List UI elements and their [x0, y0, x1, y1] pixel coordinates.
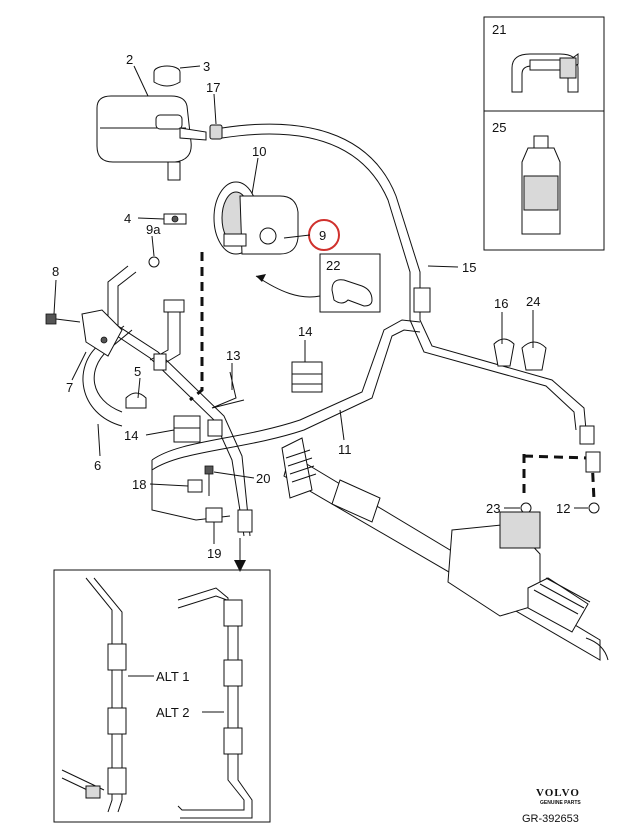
- clamp-19: [205, 507, 223, 523]
- callout-numbers: 2 3 17 10 4 9a 9 8 22 15 16 24 14 7 13 5…: [52, 22, 570, 561]
- callout-22: 22: [326, 258, 340, 273]
- fluid-reservoir-2: [96, 95, 207, 181]
- clip-18: [187, 479, 203, 493]
- callout-9: 9: [319, 228, 326, 243]
- callout-20: 20: [256, 471, 270, 486]
- callout-16: 16: [494, 296, 508, 311]
- hose-clamp-17: [209, 124, 223, 140]
- callout-9a: 9a: [146, 222, 161, 237]
- inset-detail: ALT 1 ALT 2: [53, 538, 271, 823]
- callout-15: 15: [462, 260, 476, 275]
- bracket-4: [163, 213, 187, 225]
- callout-14-lower: 14: [124, 428, 138, 443]
- dashed-routing-rack: [522, 454, 589, 498]
- bolt-20: [204, 465, 214, 496]
- brand-tagline: GENUINE PARTS: [540, 800, 581, 806]
- callout-3: 3: [203, 59, 210, 74]
- dashed-routing-pump: [189, 252, 204, 402]
- callout-21: 21: [492, 22, 506, 37]
- leader-lines: [53, 65, 588, 544]
- callout-24: 24: [526, 294, 540, 309]
- clip-14-lower: [173, 415, 201, 443]
- callout-19: 19: [207, 546, 221, 561]
- callout-25: 25: [492, 120, 506, 135]
- callout-11: 11: [338, 442, 352, 457]
- clip-21-drawing: [511, 53, 579, 93]
- return-line-15: [221, 123, 595, 445]
- callout-4: 4: [124, 211, 131, 226]
- pressure-line-11: [151, 319, 421, 471]
- steering-rack: [281, 437, 609, 661]
- callout-6: 6: [94, 458, 101, 473]
- wrench-box-22: [255, 253, 381, 313]
- fluid-bottle-25-drawing: [521, 135, 561, 235]
- callout-23: 23: [486, 501, 500, 516]
- clip-24: [521, 341, 547, 371]
- callout-17: 17: [206, 80, 220, 95]
- washer-9a: [148, 256, 160, 268]
- callout-18: 18: [132, 477, 146, 492]
- fitting-right: [585, 451, 601, 473]
- brand-logo-text: VOLVO: [536, 787, 580, 799]
- clip-14-upper: [291, 361, 323, 393]
- clip-16: [493, 338, 515, 367]
- bolt-8: [45, 313, 81, 325]
- bracket-7: [81, 309, 123, 357]
- drawing-code: GR-392653: [522, 813, 579, 825]
- callout-13: 13: [226, 348, 240, 363]
- brand-block: VOLVO GENUINE PARTS GR-392653: [522, 787, 581, 825]
- callout-12: 12: [556, 501, 570, 516]
- callout-10: 10: [252, 144, 266, 159]
- hose-13: [211, 371, 245, 409]
- alt1-line: [61, 577, 127, 813]
- feed-line-left: [107, 265, 253, 537]
- reservoir-cap-3: [153, 65, 181, 87]
- inset-alt2-label: ALT 2: [156, 705, 189, 720]
- callout-5: 5: [134, 364, 141, 379]
- callout-14-upper: 14: [298, 324, 312, 339]
- parts-box-21-25: [483, 16, 605, 251]
- steering-pump-10: [213, 181, 299, 255]
- clamp-5: [125, 392, 147, 409]
- washer-12: [588, 502, 600, 514]
- callout-2: 2: [126, 52, 133, 67]
- inset-alt1-label: ALT 1: [156, 669, 189, 684]
- callout-7: 7: [66, 380, 73, 395]
- callout-8: 8: [52, 264, 59, 279]
- alt2-line: [177, 587, 253, 819]
